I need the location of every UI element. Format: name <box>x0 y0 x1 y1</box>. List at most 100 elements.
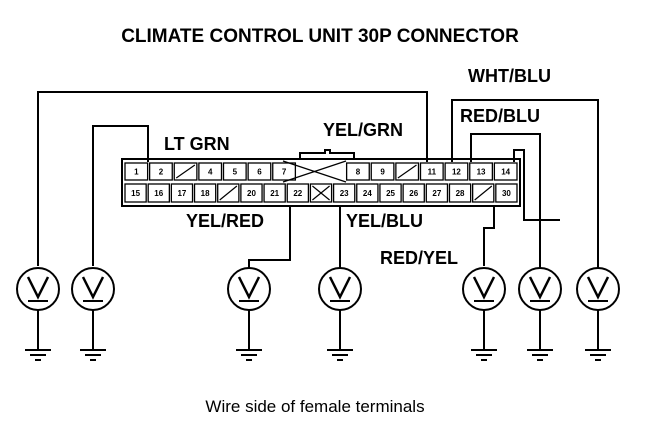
pin-number: 16 <box>154 189 163 198</box>
ground-icon <box>25 349 51 361</box>
connector-cell: 13 <box>469 162 494 181</box>
empty-cavity-slash <box>219 185 238 201</box>
wire-labels: WHT/BLU LT GRN YEL/GRN RED/BLU YEL/RED Y… <box>164 66 551 268</box>
voltmeter-icon <box>318 267 362 311</box>
pin-number: 30 <box>502 189 511 198</box>
connector-cell: 17 <box>170 183 194 203</box>
voltmeter <box>462 267 506 361</box>
connector-cell: 14 <box>493 162 518 181</box>
connector-cell: 11 <box>419 162 444 181</box>
connector-cell <box>309 183 333 203</box>
wire-yel-red-pin22 <box>248 206 291 268</box>
wire-wht-blu-pin11 <box>37 91 428 266</box>
pin-number: 22 <box>293 189 302 198</box>
empty-cavity-slash <box>474 185 493 201</box>
connector-cell: 26 <box>402 183 425 203</box>
voltmeter <box>518 267 562 361</box>
connector-bottom-row: 15 16 17 18 20 21 22 23 24 25 26 27 28 30 <box>124 183 518 203</box>
ground-icon <box>327 349 353 361</box>
pin-number: 4 <box>208 168 213 177</box>
voltmeter-icon <box>71 267 115 311</box>
pin-number: 17 <box>177 189 186 198</box>
wire-yel-grn-pin12 <box>451 99 599 268</box>
ground-icon <box>236 349 262 361</box>
voltmeter-icon <box>462 267 506 311</box>
pin-number: 25 <box>386 189 395 198</box>
ground-icon <box>80 349 106 361</box>
pin-number: 18 <box>201 189 210 198</box>
connector-cell: 30 <box>495 183 518 203</box>
connector-cell: 4 <box>198 162 223 181</box>
pin-number: 20 <box>247 189 256 198</box>
connector-cell: 18 <box>193 183 217 203</box>
diagram-caption: Wire side of female terminals <box>205 397 424 416</box>
connector-cell <box>395 162 420 181</box>
ground-icon <box>585 349 611 361</box>
wire-label-yel-red: YEL/RED <box>186 211 264 231</box>
connector-cell: 8 <box>345 162 370 181</box>
pin-number: 24 <box>363 189 372 198</box>
pin-number: 6 <box>257 168 262 177</box>
voltmeter <box>71 267 115 361</box>
pin-number: 21 <box>270 189 279 198</box>
voltmeter <box>16 267 60 361</box>
pin-number: 14 <box>501 168 510 177</box>
connector-cell: 25 <box>379 183 402 203</box>
voltmeter-icon <box>576 267 620 311</box>
voltmeters <box>16 267 620 361</box>
connector-cell: 12 <box>444 162 469 181</box>
connector-latch <box>299 149 355 159</box>
connector-cell: 27 <box>425 183 449 203</box>
voltmeter-icon <box>227 267 271 311</box>
connector-cell: 23 <box>332 183 356 203</box>
pin-number: 13 <box>477 168 486 177</box>
wire-label-yel-grn: YEL/GRN <box>323 120 403 140</box>
voltmeter <box>318 267 362 361</box>
connector-cell: 28 <box>448 183 472 203</box>
wire-label-lt-grn: LT GRN <box>164 134 230 154</box>
ground-icon <box>471 349 497 361</box>
connector-cell <box>173 162 198 181</box>
connector-cell: 22 <box>286 183 310 203</box>
connector-cell: 6 <box>247 162 272 181</box>
voltmeter <box>576 267 620 361</box>
connector-cell: 16 <box>147 183 171 203</box>
pin-number: 2 <box>159 168 164 177</box>
wire-pin14 <box>513 149 560 221</box>
connector-cell: 7 <box>272 162 297 181</box>
connector-cell: 20 <box>240 183 263 203</box>
empty-cavity-slash <box>175 164 196 179</box>
connector-cell: 9 <box>370 162 395 181</box>
wire-label-red-blu: RED/BLU <box>460 106 540 126</box>
connector-housing <box>121 158 521 207</box>
ground-icon <box>527 349 553 361</box>
connector-cell: 2 <box>148 162 173 181</box>
pin-number: 15 <box>131 189 140 198</box>
pin-number: 11 <box>428 168 437 177</box>
diagram-title: CLIMATE CONTROL UNIT 30P CONNECTOR <box>121 26 519 47</box>
connector-cell: 1 <box>124 162 149 181</box>
wire-red-yel-pin30 <box>483 206 495 266</box>
voltmeter-icon <box>16 267 60 311</box>
pin-number: 26 <box>409 189 418 198</box>
wire-label-yel-blu: YEL/BLU <box>346 211 423 231</box>
connector-cell <box>217 183 240 203</box>
pin-number: 27 <box>432 189 441 198</box>
pin-number: 5 <box>233 168 238 177</box>
voltmeter-icon <box>518 267 562 311</box>
wire-lt-grn-pin2 <box>92 125 149 266</box>
pin-number: 28 <box>456 189 465 198</box>
connector-cell: 24 <box>356 183 379 203</box>
wire-red-blu-pin13 <box>470 133 541 268</box>
wiring <box>37 91 599 268</box>
connector-cell: 15 <box>124 183 147 203</box>
connector-cell: 5 <box>222 162 247 181</box>
voltmeter <box>227 267 271 361</box>
wire-label-red-yel: RED/YEL <box>380 248 458 268</box>
wire-label-wht-blu: WHT/BLU <box>468 66 551 86</box>
pin-number: 23 <box>340 189 349 198</box>
pin-number: 1 <box>134 168 139 177</box>
